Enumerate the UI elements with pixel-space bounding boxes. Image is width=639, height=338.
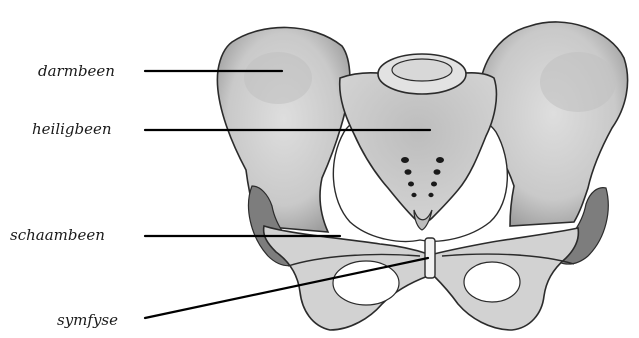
label-sacrum: heiligbeen	[32, 122, 112, 137]
left-obturator-foramen	[333, 261, 399, 305]
right-ilium-shading	[540, 52, 616, 112]
left-ilium-shading	[244, 52, 312, 104]
right-obturator-foramen	[464, 262, 520, 302]
label-ilium: darmbeen	[38, 64, 115, 79]
vertebral-body-top	[392, 59, 452, 81]
label-pubis: schaambeen	[10, 228, 105, 243]
label-symphysis: symfyse	[57, 313, 118, 328]
